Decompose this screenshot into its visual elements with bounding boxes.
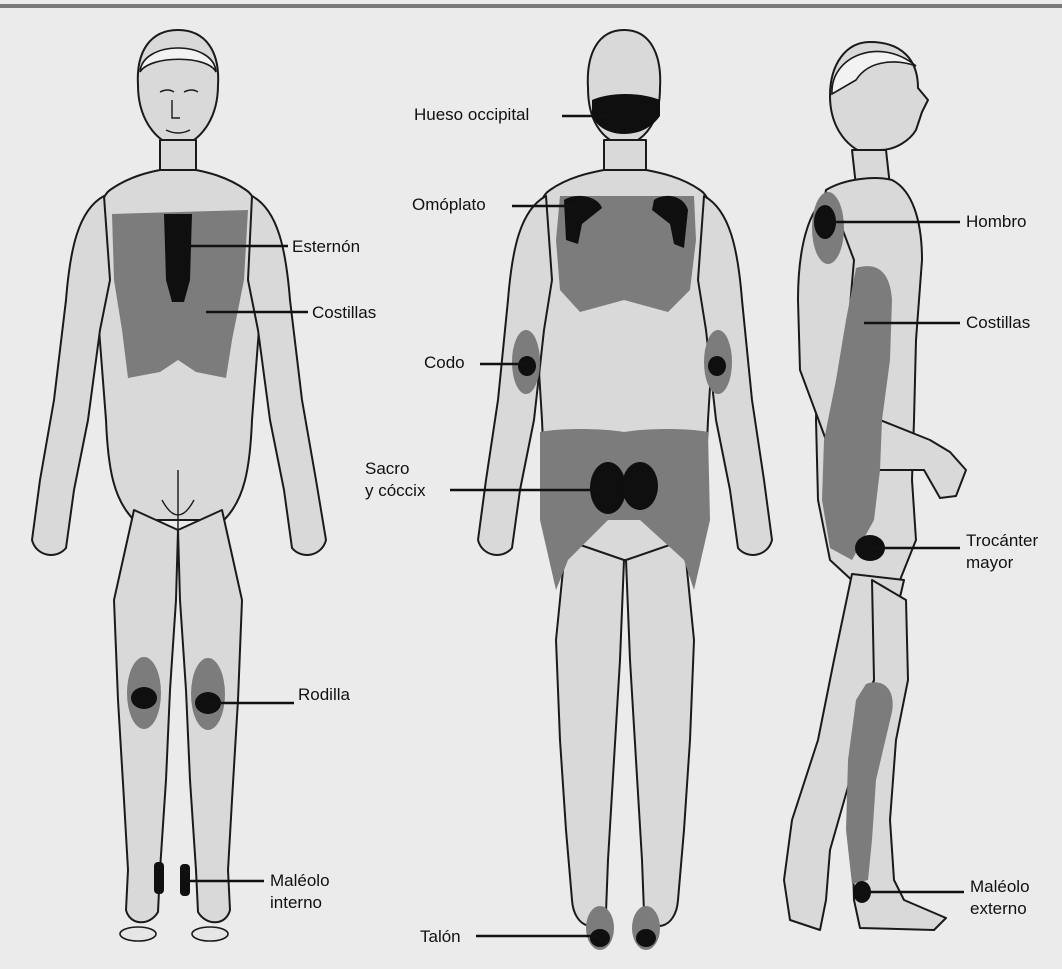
label-rodilla: Rodilla (298, 684, 350, 706)
label-maleolo-interno: Maléolo interno (270, 870, 330, 914)
label-esternon: Esternón (292, 236, 360, 258)
label-omoplato: Omóplato (412, 194, 486, 216)
front-body (32, 30, 326, 941)
label-sacro-coccix: Sacro y cóccix (365, 458, 425, 502)
label-codo: Codo (424, 352, 465, 374)
label-hombro: Hombro (966, 211, 1026, 233)
label-costillas-side: Costillas (966, 312, 1030, 334)
label-talon: Talón (420, 926, 461, 948)
label-hueso-occipital: Hueso occipital (414, 104, 529, 126)
label-maleolo-externo: Maléolo externo (970, 876, 1030, 920)
side-body (784, 42, 966, 930)
label-trocanter-mayor: Trocánter mayor (966, 530, 1038, 574)
label-costillas-front: Costillas (312, 302, 376, 324)
